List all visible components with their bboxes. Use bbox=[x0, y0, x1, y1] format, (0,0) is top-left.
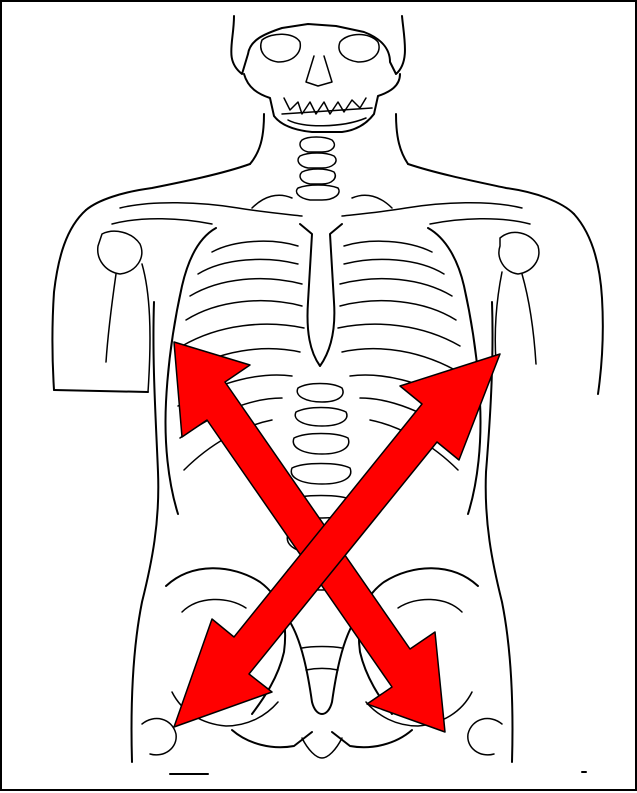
cervical-spine bbox=[250, 114, 408, 200]
upper-arms bbox=[53, 210, 603, 394]
skull bbox=[231, 16, 405, 132]
shoulder-girdle bbox=[86, 164, 574, 224]
